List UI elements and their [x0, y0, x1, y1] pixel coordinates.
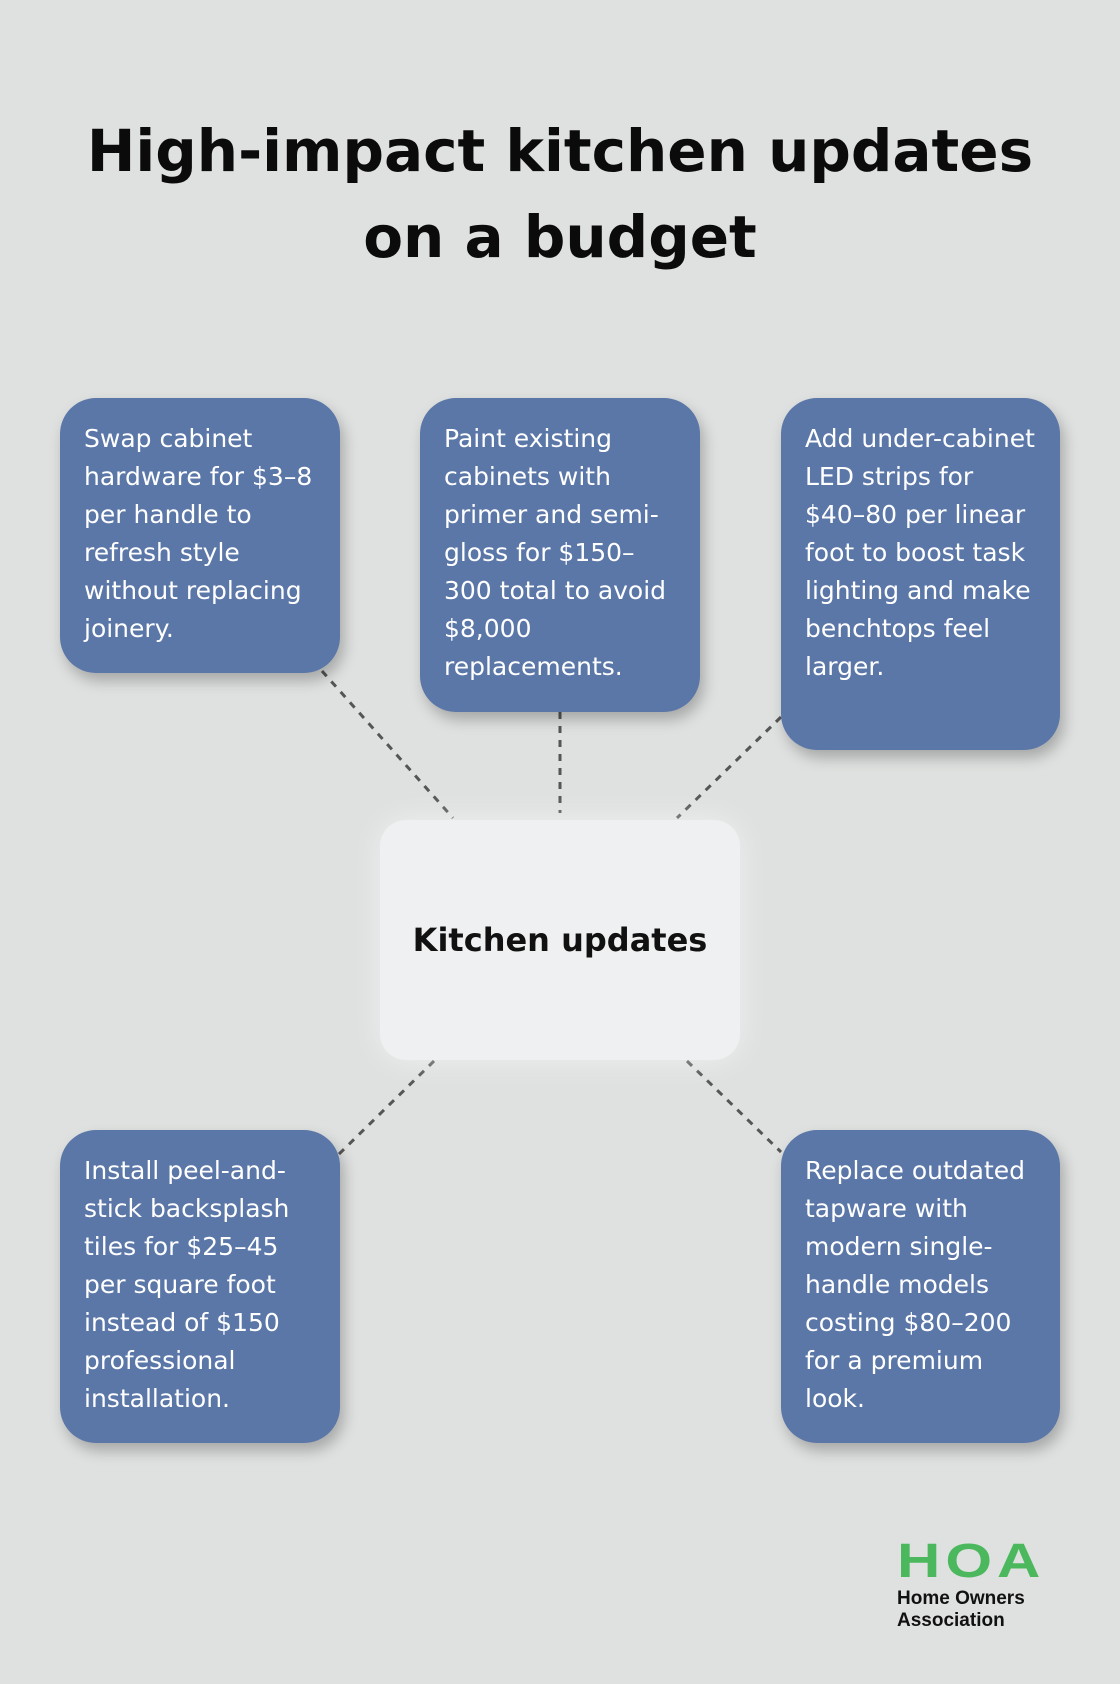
connector-5 [685, 1059, 783, 1154]
update-card-tapware: Replace outdated tapware with modern sin… [781, 1130, 1060, 1443]
logo-mark: HOA [897, 1535, 1046, 1588]
update-card-hardware: Swap cabinet hardware for $3–8 per handl… [60, 398, 340, 673]
logo-line2: Association [897, 1610, 1005, 1631]
update-card-led: Add under-cabinet LED strips for $40–80 … [781, 398, 1060, 750]
connector-4 [335, 1059, 436, 1158]
connector-3 [675, 715, 783, 820]
hoa-logo: HOA Home Owners Association [897, 1538, 1040, 1632]
center-node: Kitchen updates [380, 820, 740, 1060]
update-card-paint: Paint existing cabinets with primer and … [420, 398, 700, 712]
page-title: High-impact kitchen updates on a budget [86, 117, 1034, 271]
logo-line1: Home Owners [897, 1588, 1025, 1609]
connector-1 [320, 670, 455, 819]
update-card-backsplash: Install peel-and-stick backsplash tiles … [60, 1130, 340, 1443]
